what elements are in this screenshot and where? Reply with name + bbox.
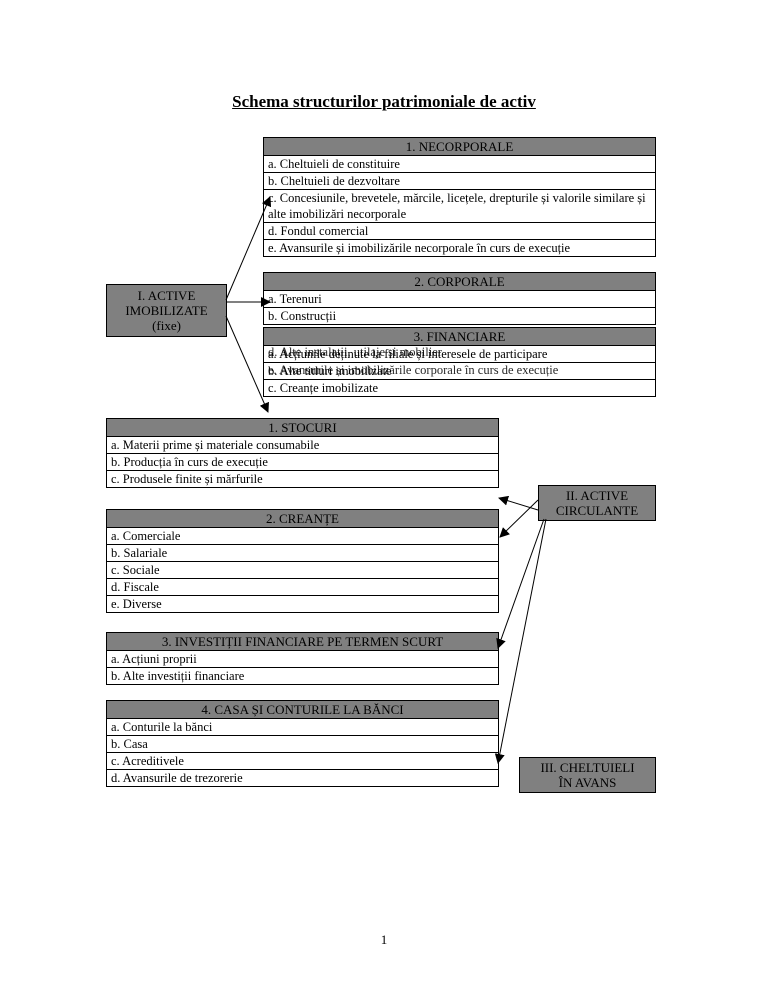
list-item: d. Fondul comercial: [264, 223, 655, 240]
group-active-circulante: II. ACTIVE CIRCULANTE: [538, 485, 656, 521]
group-label-line: (fixe): [152, 318, 181, 333]
list-item: a. Materii prime și materiale consumabil…: [107, 437, 498, 454]
list-item: b. Producția în curs de execuție: [107, 454, 498, 471]
list-item: c. Produsele finite și mărfurile: [111, 472, 263, 486]
list-item: a. Conturile la bănci: [107, 719, 498, 736]
arrow-to-necorporale: [225, 196, 272, 301]
list-item: d. Avansurile de trezorerie: [111, 771, 243, 785]
stocuri-box: 1. STOCURI a. Materii prime și materiale…: [106, 418, 499, 488]
list-item: c. Concesiunile, brevetele, mărcile, lic…: [264, 190, 655, 223]
stocuri-header: 1. STOCURI: [107, 419, 498, 437]
group-active-imobilizate: I. ACTIVE IMOBILIZATE (fixe): [106, 284, 227, 337]
group-cheltuieli-in-avans: III. CHELTUIELI ÎN AVANS: [519, 757, 656, 793]
overlapping-corporale-item: d. Alte instalații, utilaje și mobilier: [268, 345, 442, 359]
list-item: e. Avansurile și imobilizările necorpora…: [268, 241, 571, 255]
investitii-box: 3. INVESTIȚII FINANCIARE PE TERMEN SCURT…: [106, 632, 499, 685]
list-item: b. Alte titluri imobilizate: [264, 363, 655, 380]
arrow-to-casa: [494, 518, 547, 764]
arrow-to-investitii: [496, 518, 545, 649]
arrow-to-stocuri: [498, 495, 539, 511]
page-title: Schema structurilor patrimoniale de acti…: [232, 92, 536, 111]
list-item: c. Creanțe imobilizate: [268, 381, 379, 395]
arrow-to-financiare: [225, 315, 269, 413]
casa-header: 4. CASA ȘI CONTURILE LA BĂNCI: [107, 701, 498, 719]
corporale-box: 2. CORPORALE a. Terenuri b. Construcții: [263, 272, 656, 325]
list-item: c. Sociale: [107, 562, 498, 579]
list-item: b. Construcții: [268, 309, 337, 323]
group-label-line: CIRCULANTE: [555, 503, 639, 518]
investitii-header: 3. INVESTIȚII FINANCIARE PE TERMEN SCURT: [107, 633, 498, 651]
list-item: c. Acreditivele: [107, 753, 498, 770]
list-item: d. Fiscale: [107, 579, 498, 596]
corporale-header: 2. CORPORALE: [264, 273, 655, 291]
list-item: a. Cheltuieli de constituire: [264, 156, 655, 173]
financiare-header: 3. FINANCIARE: [264, 328, 655, 346]
creante-box: 2. CREANȚE a. Comerciale b. Salariale c.…: [106, 509, 499, 613]
casa-box: 4. CASA ȘI CONTURILE LA BĂNCI a. Conturi…: [106, 700, 499, 787]
group-label-line: ÎN AVANS: [558, 775, 617, 790]
group-label-line: II. ACTIVE: [565, 488, 629, 503]
financiare-box: 3. FINANCIARE a. Acțiunile deținute la f…: [263, 327, 656, 397]
list-item: a. Acțiunile deținute la filiale și inte…: [264, 346, 655, 363]
necorporale-header: 1. NECORPORALE: [264, 138, 655, 156]
list-item: b. Cheltuieli de dezvoltare: [264, 173, 655, 190]
arrow-to-creante: [499, 499, 539, 538]
list-item: b. Alte investiții financiare: [111, 669, 245, 683]
group-label-line: III. CHELTUIELI: [540, 760, 635, 775]
list-item: e. Diverse: [111, 597, 162, 611]
necorporale-box: 1. NECORPORALE a. Cheltuieli de constitu…: [263, 137, 656, 257]
page-number: 1: [380, 932, 388, 947]
list-item: b. Salariale: [107, 545, 498, 562]
overlapping-corporale-item: e. Avansurile și imobilizările corporale…: [268, 363, 559, 377]
list-item: a. Comerciale: [107, 528, 498, 545]
creante-header: 2. CREANȚE: [107, 510, 498, 528]
list-item: a. Acțiuni proprii: [107, 651, 498, 668]
group-label-line: IMOBILIZATE: [125, 303, 208, 318]
group-label-line: I. ACTIVE: [137, 288, 196, 303]
list-item: b. Casa: [107, 736, 498, 753]
list-item: a. Terenuri: [264, 291, 655, 308]
